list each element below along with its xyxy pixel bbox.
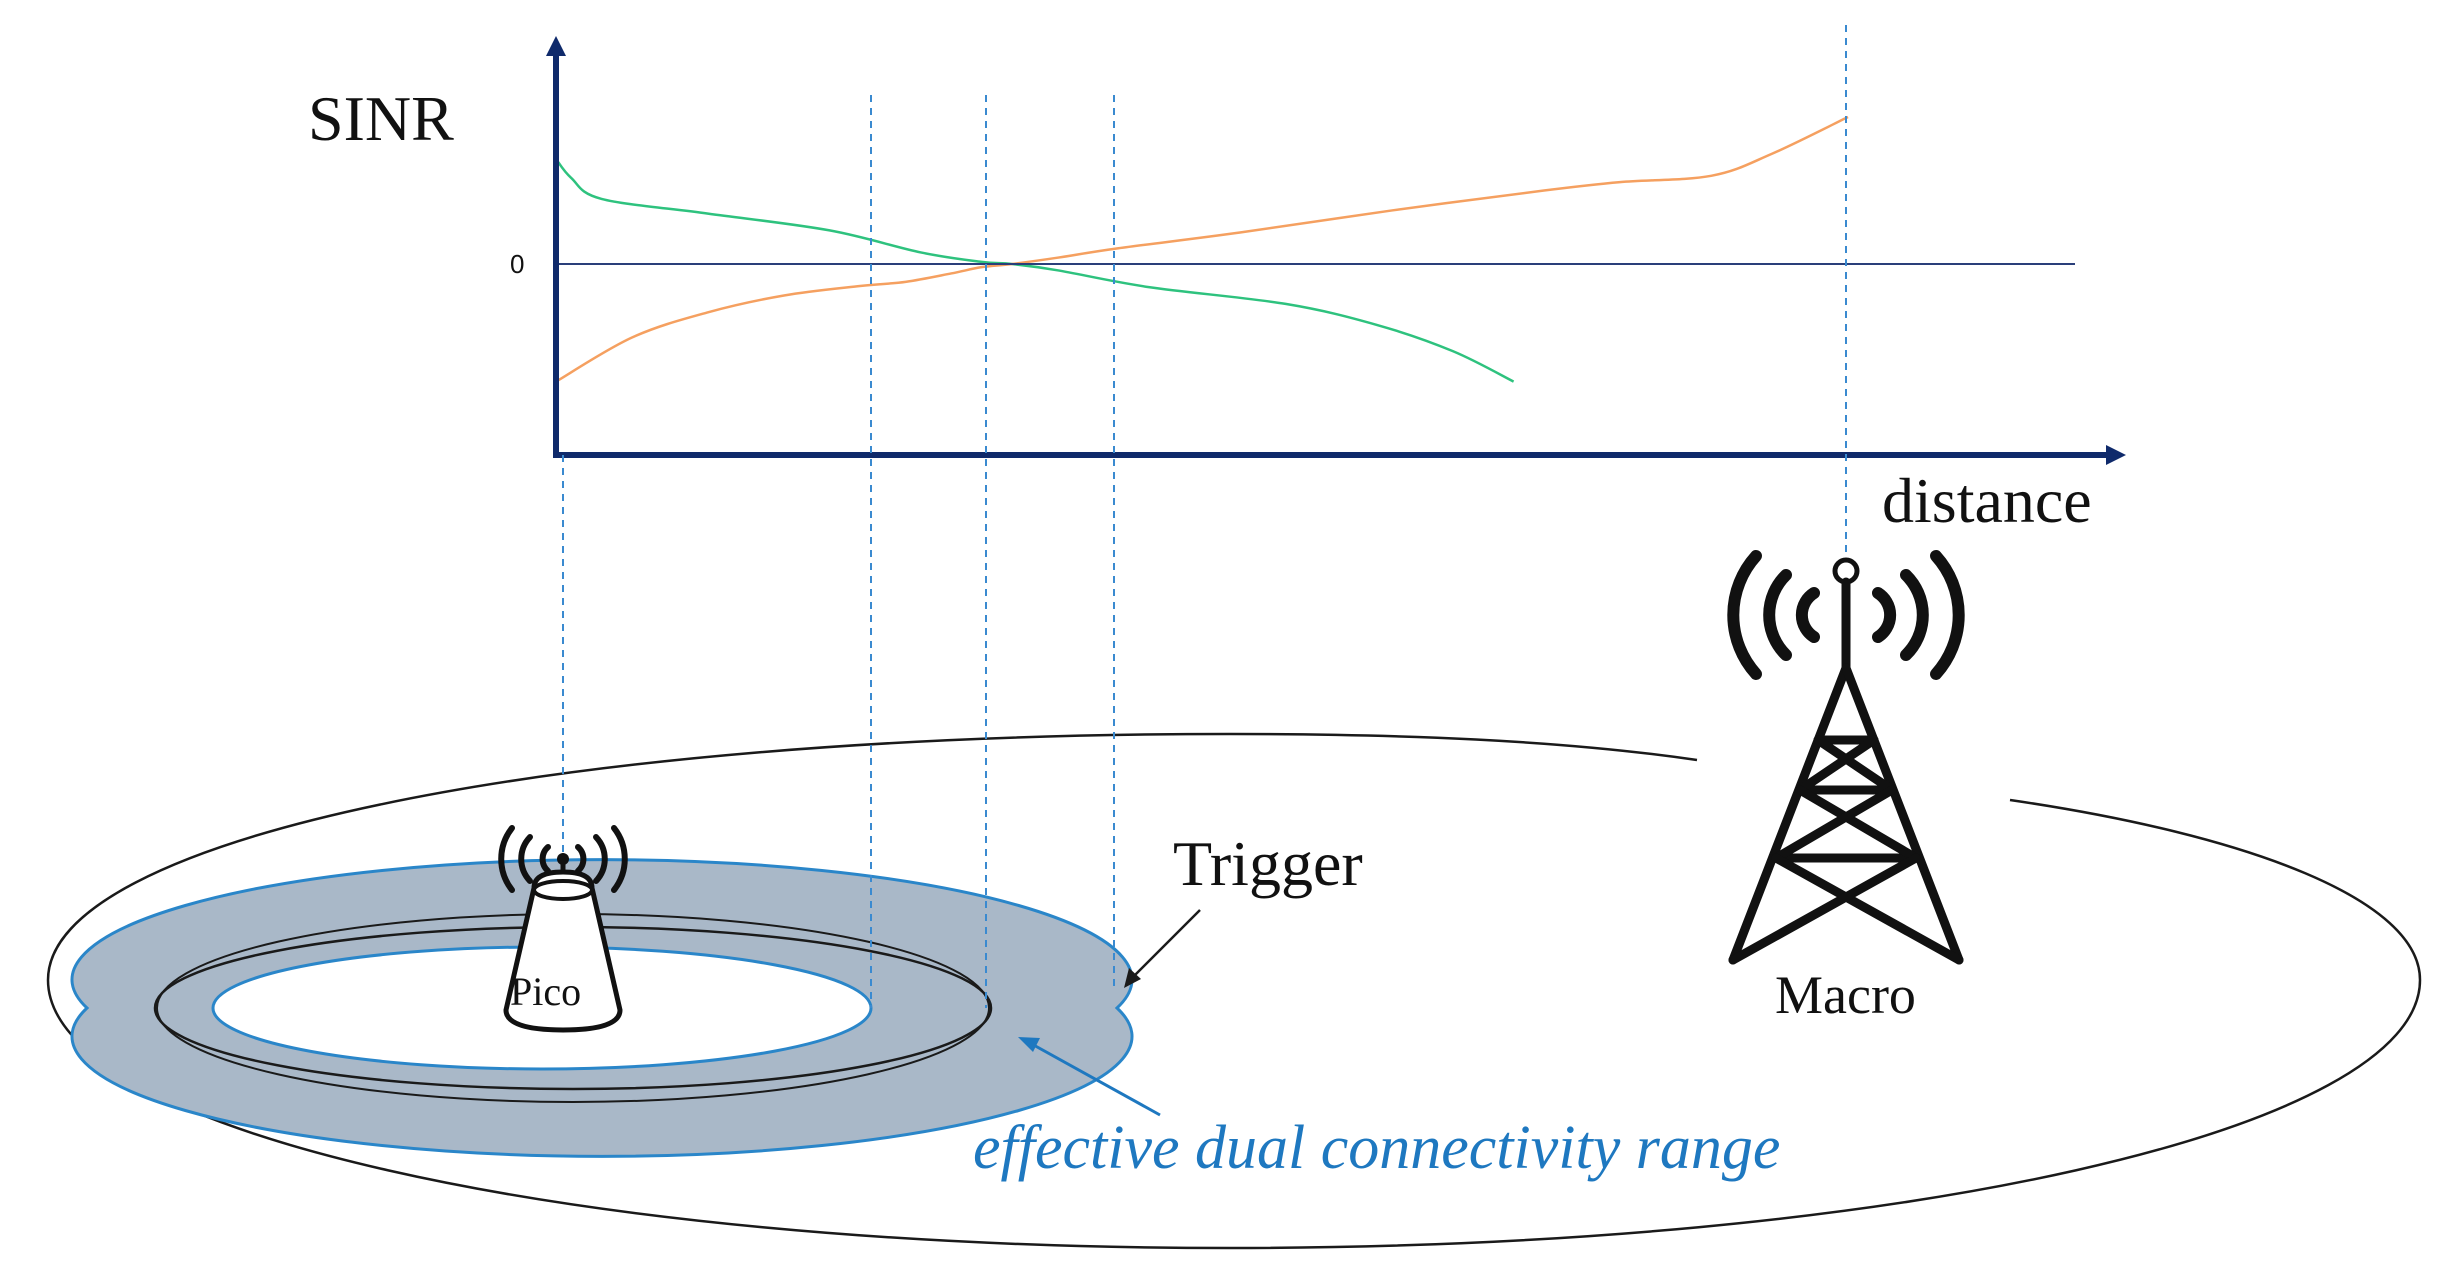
pico-label: Pico — [510, 969, 581, 1014]
y-axis-label: SINR — [308, 83, 454, 154]
x-axis-arrowhead — [2106, 445, 2126, 465]
macro-sinr-curve — [555, 115, 1849, 383]
macro-label: Macro — [1775, 965, 1916, 1025]
y-tick-zero: 0 — [510, 249, 524, 279]
x-axis-label: distance — [1882, 465, 2092, 536]
y-axis-arrowhead — [546, 36, 566, 56]
series-layer — [555, 115, 1849, 383]
x-axis — [553, 445, 2126, 465]
pico-sinr-curve — [555, 158, 1515, 383]
y-axis — [546, 36, 566, 458]
range-arrow — [1018, 1037, 1161, 1117]
trigger-label: Trigger — [1173, 828, 1363, 899]
pico-cell-antenna-icon — [498, 825, 628, 1033]
trigger-arrow — [1124, 909, 1201, 988]
sinr-chart: SINR distance 0 — [308, 36, 2126, 536]
projection-lines — [562, 25, 1847, 1008]
macro-coverage-area — [46, 732, 2422, 1250]
effective-range-label: effective dual connectivity range — [973, 1114, 1780, 1182]
macro-cell-tower-icon — [1727, 550, 1965, 965]
